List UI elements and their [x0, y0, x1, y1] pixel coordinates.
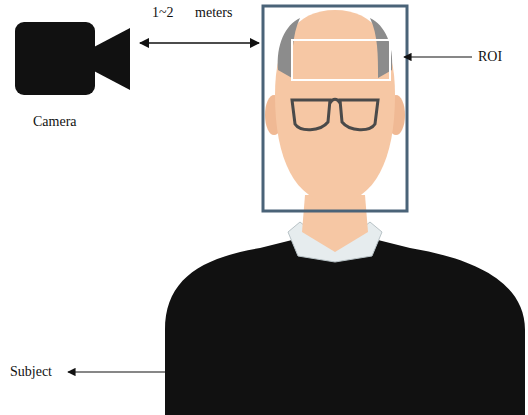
- subject-body: [165, 238, 525, 415]
- hair: [278, 18, 300, 78]
- callout-label: ROI: [478, 49, 502, 65]
- distance-arrow: [140, 42, 259, 44]
- leader-line: [404, 56, 472, 57]
- roi-rectangle: [292, 40, 390, 80]
- leader-line: [68, 371, 166, 372]
- distance-label: 1~2 meters: [152, 5, 232, 21]
- callout-label: Subject: [10, 364, 52, 380]
- hair: [370, 18, 392, 78]
- camera-label: Camera: [33, 114, 77, 130]
- glasses: [292, 99, 378, 130]
- head: [275, 10, 395, 205]
- face-box: [263, 6, 407, 211]
- camera-icon: [15, 22, 130, 95]
